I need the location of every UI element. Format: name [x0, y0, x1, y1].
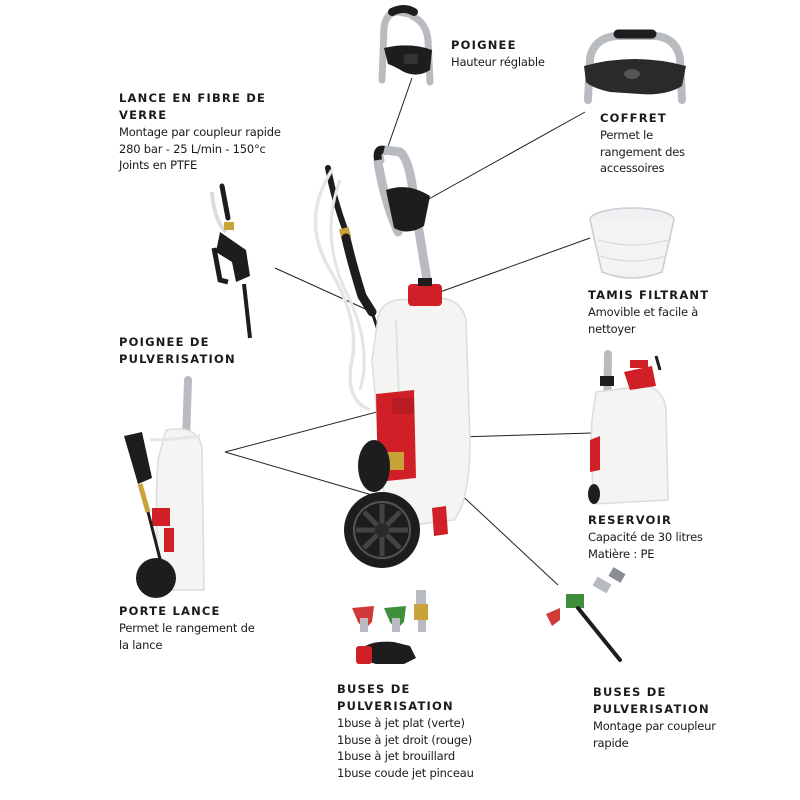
label-porte-lance-title: PORTE LANCE [119, 604, 221, 618]
label-poignee-title: POIGNEE [451, 38, 517, 52]
label-poignee-pulverisation-title-line: PULVERISATION [119, 352, 236, 366]
nozzles-left-image [352, 590, 428, 664]
label-buses-right: BUSES DE PULVERISATION Montage par coupl… [593, 684, 716, 751]
label-buses-left-title-line: PULVERISATION [337, 699, 454, 713]
label-poignee-line: Hauteur réglable [451, 55, 545, 69]
reservoir-detail-image [588, 350, 669, 505]
label-tamis-line: Amovible et facile à [588, 305, 699, 319]
label-coffret-line: accessoires [600, 161, 665, 175]
label-buses-right-line: rapide [593, 735, 629, 750]
label-poignee-pulverisation-title: POIGNEE DE PULVERISATION [119, 334, 236, 368]
label-lance-line: 280 bar - 25 L/min - 150°c [119, 141, 266, 156]
label-lance-title-line: VERRE [119, 108, 168, 122]
label-lance-title: LANCE EN FIBRE DE VERRE [119, 90, 281, 124]
label-porte-lance-line: la lance [119, 637, 163, 652]
label-reservoir-desc: Capacité de 30 litres Matière : PE [588, 529, 703, 562]
label-reservoir-line: Matière : PE [588, 546, 655, 561]
label-lance: LANCE EN FIBRE DE VERRE Montage par coup… [119, 90, 281, 174]
label-poignee-desc: Hauteur réglable [451, 54, 545, 71]
label-buses-left: BUSES DE PULVERISATION 1buse à jet plat … [337, 681, 474, 781]
label-coffret-title: COFFRET [600, 111, 667, 125]
porte-lance-detail-image [124, 376, 205, 598]
label-coffret-line: Permet le [600, 128, 654, 142]
label-poignee-pulverisation: POIGNEE DE PULVERISATION [119, 334, 236, 368]
leader-coffret [417, 111, 586, 206]
leader-poignee [384, 77, 413, 156]
leader-tamis [439, 237, 591, 293]
label-buses-right-title-line: PULVERISATION [593, 702, 710, 716]
label-buses-left-line: 1buse à jet plat (verte) [337, 716, 465, 730]
label-coffret-line: rangement des [600, 144, 685, 159]
label-porte-lance-line: Permet le rangement de [119, 621, 255, 635]
leader-poignee-pulv-a [224, 407, 393, 453]
label-porte-lance: PORTE LANCE Permet le rangement de la la… [119, 603, 255, 653]
label-tamis-line: nettoyer [588, 321, 636, 336]
label-lance-line: Montage par coupleur rapide [119, 125, 281, 139]
label-reservoir-title: RESERVOIR [588, 513, 673, 527]
label-poignee-pulverisation-title-line: POIGNEE DE [119, 335, 210, 349]
label-buses-left-line: 1buse à jet brouillard [337, 749, 455, 763]
leader-lance [274, 267, 373, 313]
handle-detail-image [378, 5, 434, 86]
nozzles-right-image [546, 567, 626, 662]
label-tamis: TAMIS FILTRANT Amovible et facile à nett… [588, 287, 709, 337]
label-reservoir: RESERVOIR Capacité de 30 litres Matière … [588, 512, 703, 562]
label-lance-desc: Montage par coupleur rapide 280 bar - 25… [119, 124, 281, 174]
label-poignee: POIGNEE Hauteur réglable [451, 37, 545, 71]
label-buses-right-title: BUSES DE PULVERISATION [593, 684, 716, 718]
tamis-image [589, 207, 675, 279]
main-sprayer-image [313, 145, 471, 568]
label-coffret: COFFRET Permet le rangement des accessoi… [600, 110, 685, 177]
label-buses-left-line: 1buse coude jet pinceau [337, 765, 474, 780]
label-buses-left-line: 1buse à jet droit (rouge) [337, 732, 473, 747]
coffret-detail-image [584, 29, 686, 104]
label-coffret-desc: Permet le rangement des accessoires [600, 127, 685, 177]
leader-poignee-pulv-b [224, 451, 373, 496]
label-lance-line: Joints en PTFE [119, 158, 198, 172]
label-buses-left-title-line: BUSES DE [337, 682, 411, 696]
label-buses-right-line: Montage par coupleur [593, 719, 716, 733]
label-buses-right-title-line: BUSES DE [593, 685, 667, 699]
label-buses-right-desc: Montage par coupleur rapide [593, 718, 716, 751]
label-lance-title-line: LANCE EN FIBRE DE [119, 91, 267, 105]
label-reservoir-line: Capacité de 30 litres [588, 530, 703, 544]
label-buses-left-desc: 1buse à jet plat (verte) 1buse à jet dro… [337, 715, 474, 781]
lance-detail-image [210, 183, 252, 339]
label-porte-lance-desc: Permet le rangement de la lance [119, 620, 255, 653]
label-tamis-title: TAMIS FILTRANT [588, 288, 710, 302]
label-tamis-desc: Amovible et facile à nettoyer [588, 304, 709, 337]
label-buses-left-title: BUSES DE PULVERISATION [337, 681, 474, 715]
